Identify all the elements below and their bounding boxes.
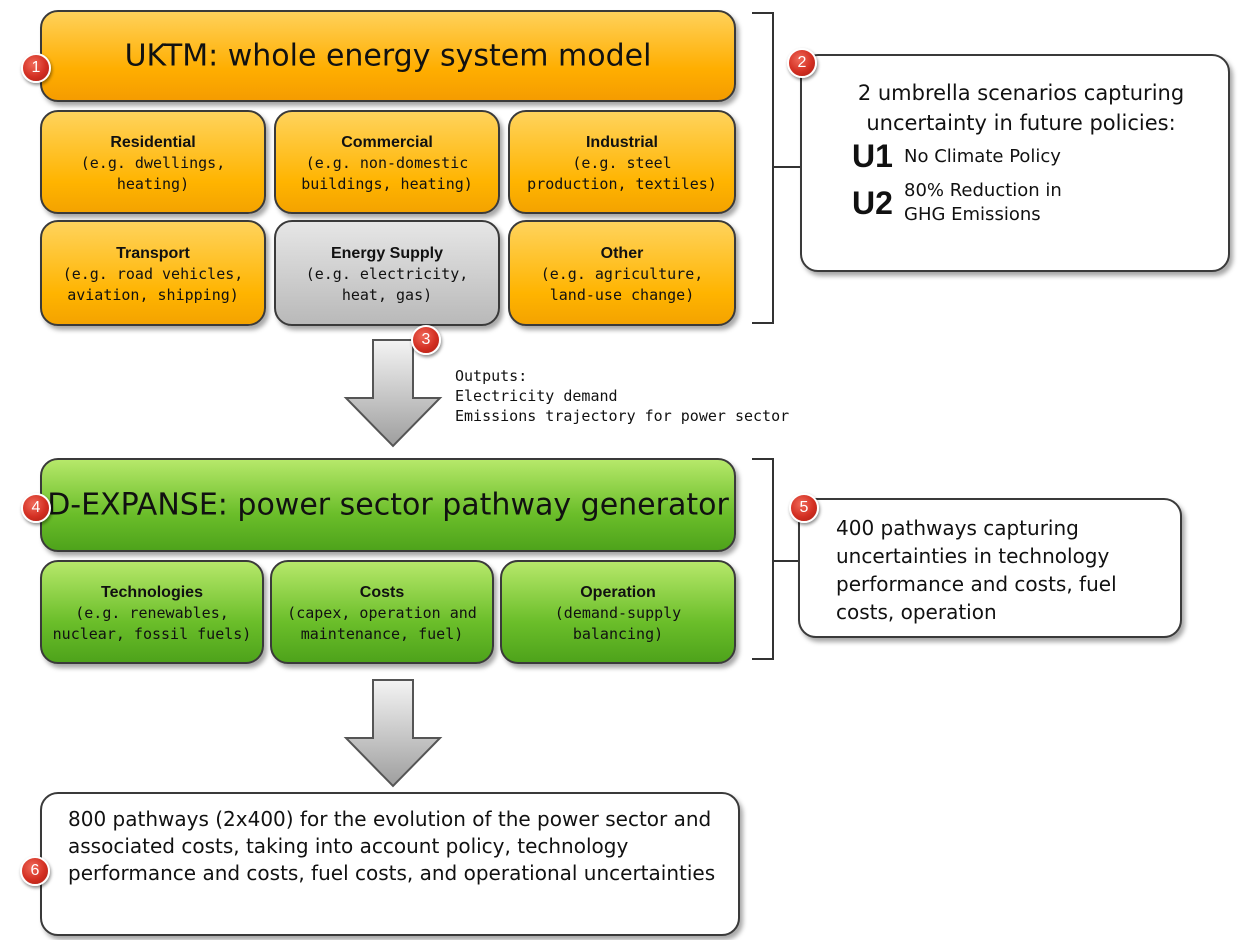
- dexpanse-title: D-EXPANSE: power sector pathway generato…: [47, 487, 729, 523]
- step-6-badge: 6: [20, 856, 50, 886]
- scenario-intro: 2 umbrella scenarios capturing uncertain…: [857, 81, 1185, 135]
- scenario-label: 80% Reduction in GHG Emissions: [904, 180, 1062, 225]
- uktm-title: UKTM: whole energy system model: [124, 38, 652, 74]
- sector-desc: (e.g. agriculture, land-use change): [540, 264, 704, 304]
- scenario-code: U1: [852, 138, 893, 174]
- component-title: Costs: [359, 583, 405, 601]
- down-arrow-icon: [343, 339, 443, 448]
- component-technologies: Technologies (e.g. renewables, nuclear, …: [40, 560, 264, 664]
- down-arrow-icon: [343, 679, 443, 788]
- sector-transport: Transport (e.g. road vehicles, aviation,…: [40, 220, 266, 326]
- scenario-label: No Climate Policy: [904, 146, 1061, 167]
- pathways-400-text: 400 pathways capturing uncertainties in …: [836, 516, 1117, 624]
- sector-commercial: Commercial (e.g. non-domestic buildings,…: [274, 110, 500, 214]
- component-title: Technologies: [101, 583, 203, 601]
- sector-other: Other (e.g. agriculture, land-use change…: [508, 220, 736, 326]
- outputs-heading: Outputs:: [455, 367, 528, 385]
- uktm-title-box: UKTM: whole energy system model: [40, 10, 736, 102]
- sector-title: Energy Supply: [330, 244, 444, 262]
- sector-title: Industrial: [585, 133, 658, 151]
- sector-desc: (e.g. electricity, heat, gas): [305, 264, 469, 304]
- sector-desc: (e.g. steel production, textiles): [527, 153, 717, 193]
- outputs-line: Electricity demand: [455, 387, 618, 405]
- scenario-u2: U2 80% Reduction in GHG Emissions: [852, 179, 1210, 227]
- step-1-badge: 1: [21, 53, 51, 83]
- sector-residential: Residential (e.g. dwellings, heating): [40, 110, 266, 214]
- uktm-bracket-connector: [774, 166, 804, 168]
- outputs-line: Emissions trajectory for power sector: [455, 407, 790, 425]
- uktm-bracket: [752, 12, 774, 324]
- sector-desc: (e.g. dwellings, heating): [80, 153, 226, 193]
- scenario-box: 2 umbrella scenarios capturing uncertain…: [800, 54, 1230, 272]
- pathways-800-text: 800 pathways (2x400) for the evolution o…: [68, 807, 716, 885]
- component-title: Operation: [580, 583, 656, 601]
- pathways-400-box: 400 pathways capturing uncertainties in …: [798, 498, 1182, 638]
- pathways-800-box: 800 pathways (2x400) for the evolution o…: [40, 792, 740, 936]
- sector-title: Transport: [116, 244, 190, 262]
- dexpanse-bracket: [752, 458, 774, 660]
- sector-desc: (e.g. non-domestic buildings, heating): [301, 153, 473, 193]
- step-5-badge: 5: [789, 493, 819, 523]
- component-costs: Costs (capex, operation and maintenance,…: [270, 560, 494, 664]
- sector-title: Residential: [110, 133, 196, 151]
- sector-industrial: Industrial (e.g. steel production, texti…: [508, 110, 736, 214]
- component-desc: (capex, operation and maintenance, fuel): [287, 603, 477, 643]
- step-3-badge: 3: [411, 325, 441, 355]
- component-operation: Operation (demand-supply balancing): [500, 560, 736, 664]
- component-desc: (demand-supply balancing): [554, 603, 682, 643]
- sector-desc: (e.g. road vehicles, aviation, shipping): [62, 264, 244, 304]
- component-desc: (e.g. renewables, nuclear, fossil fuels): [52, 603, 252, 643]
- scenario-u1: U1 No Climate Policy: [852, 138, 1210, 174]
- step-2-badge: 2: [787, 48, 817, 78]
- dexpanse-title-box: D-EXPANSE: power sector pathway generato…: [40, 458, 736, 552]
- sector-title: Other: [600, 244, 644, 262]
- sector-title: Commercial: [341, 133, 433, 151]
- dexpanse-bracket-connector: [774, 560, 800, 562]
- outputs-text: Outputs: Electricity demand Emissions tr…: [455, 366, 789, 426]
- scenario-code: U2: [852, 184, 893, 221]
- sector-energy-supply: Energy Supply (e.g. electricity, heat, g…: [274, 220, 500, 326]
- step-4-badge: 4: [21, 493, 51, 523]
